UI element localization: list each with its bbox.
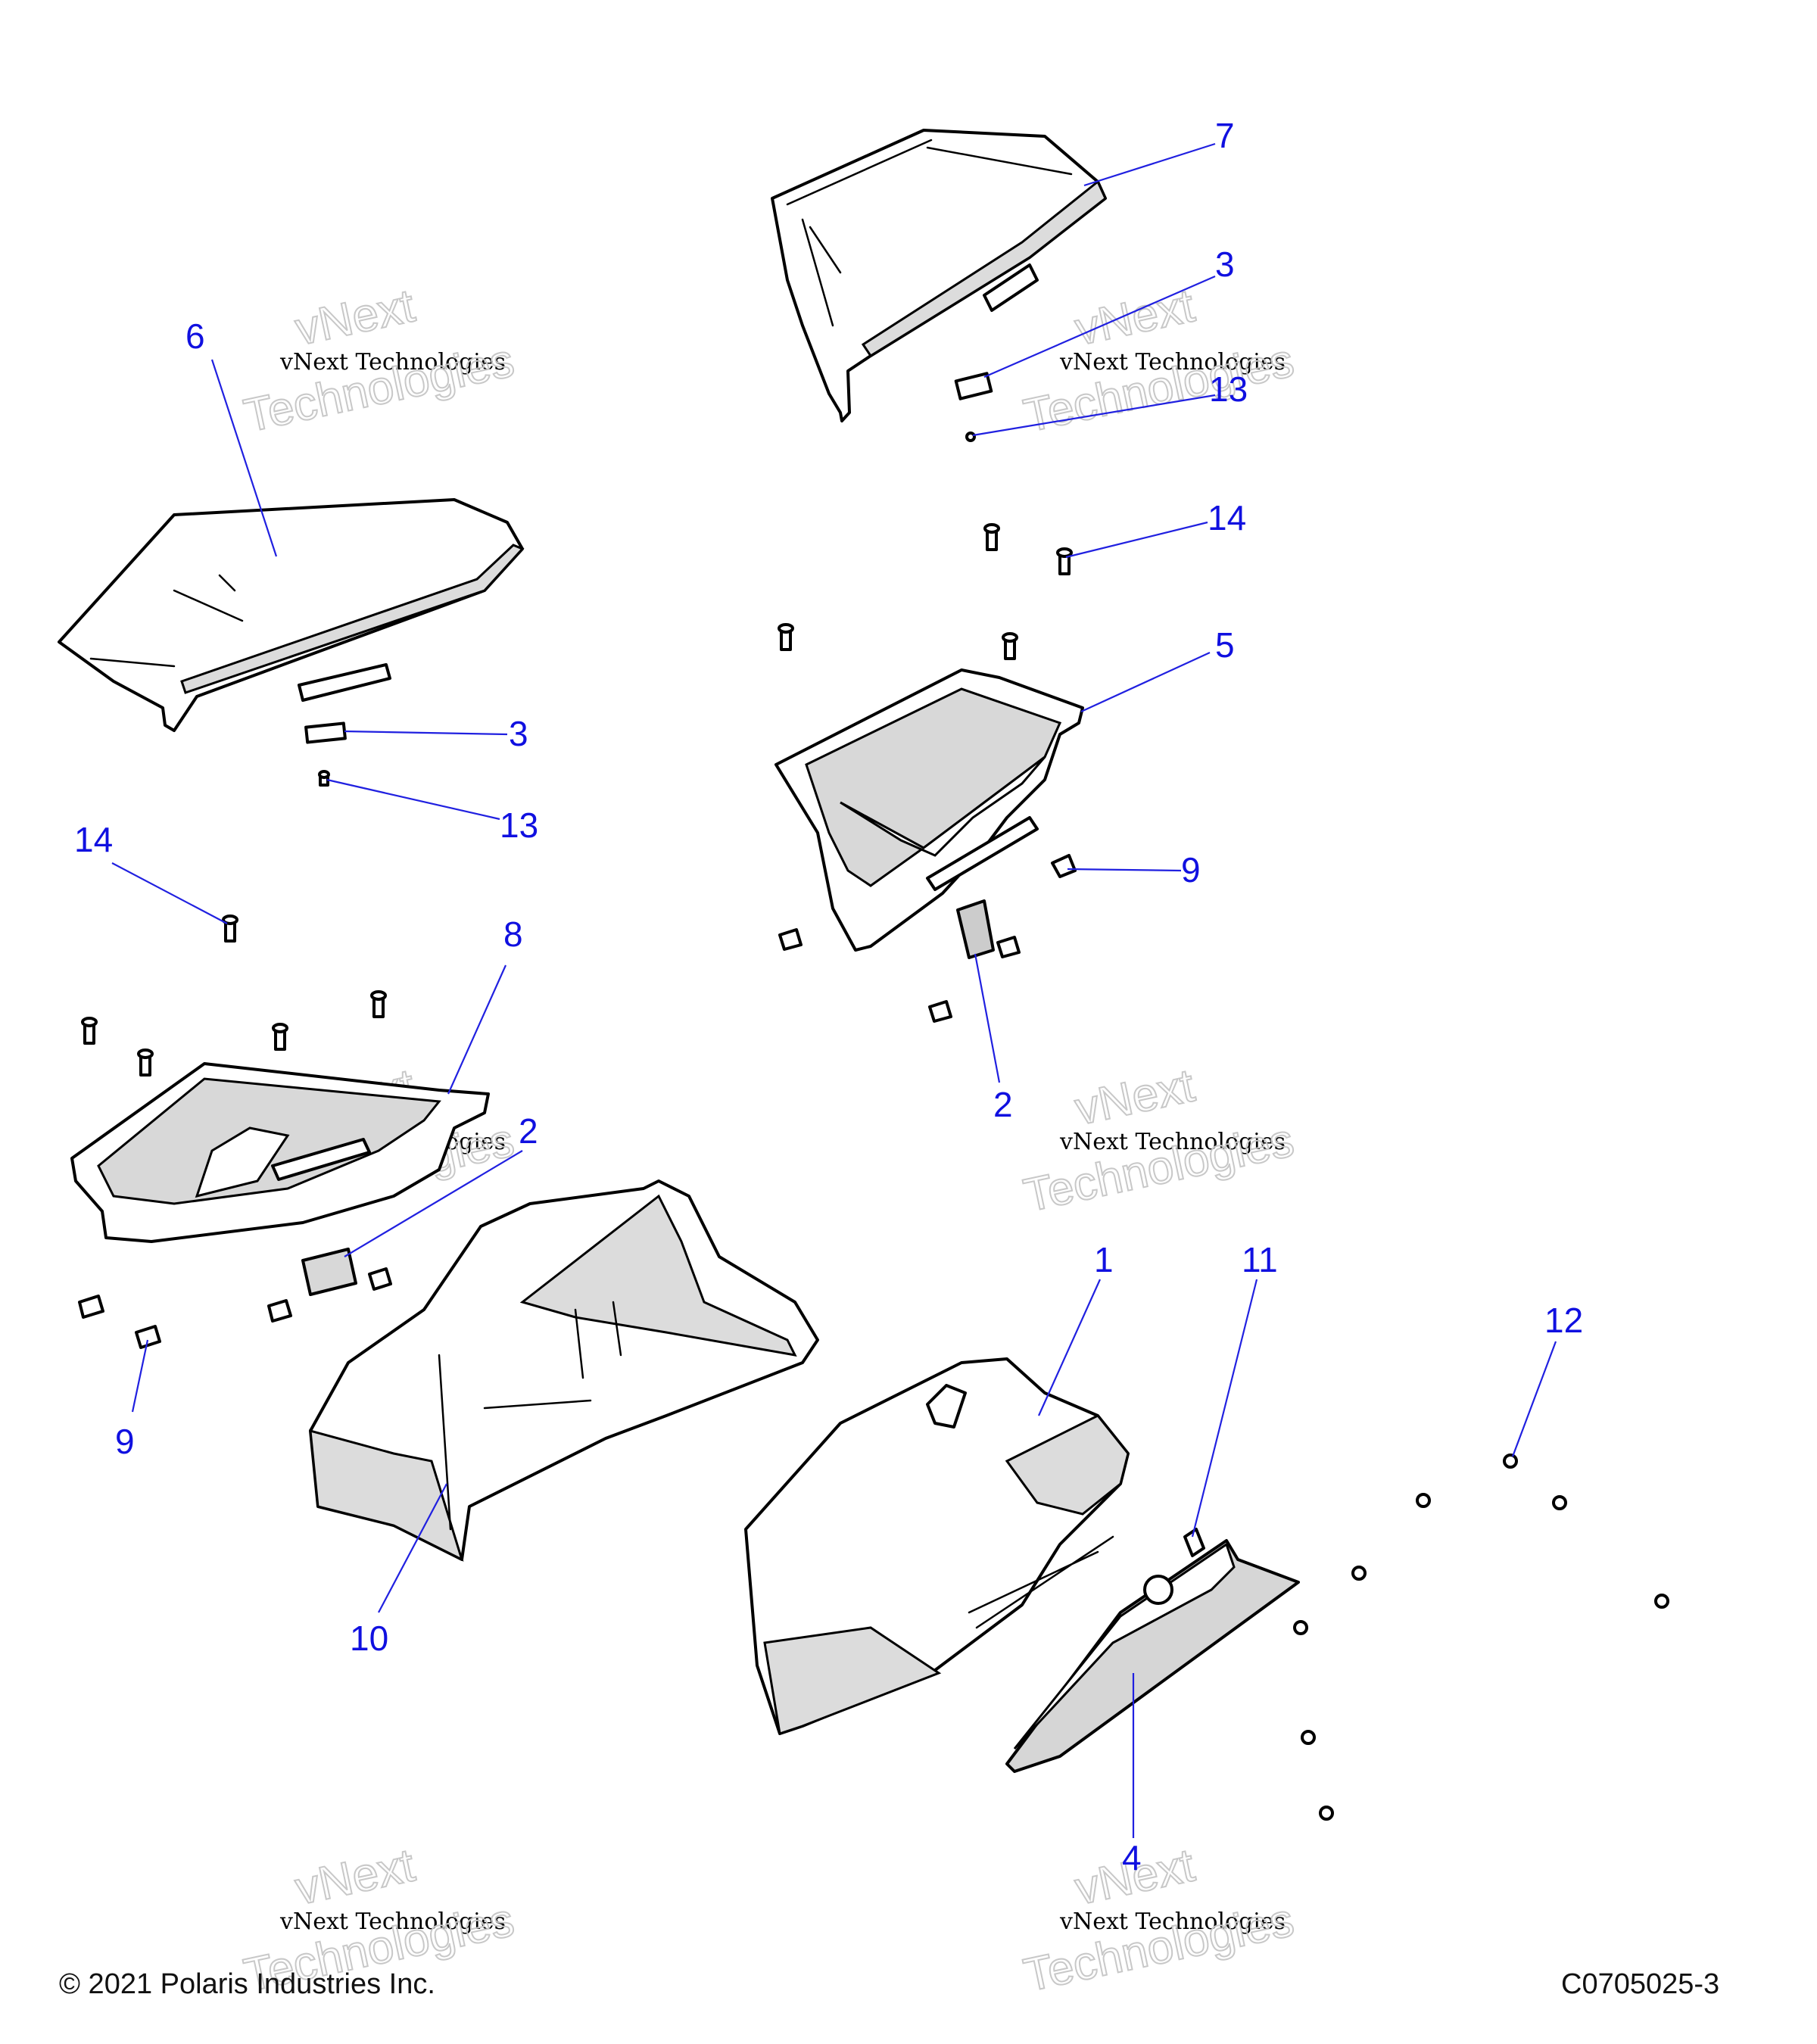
callout-13: 13	[500, 805, 538, 845]
callout-12: 12	[1544, 1301, 1583, 1340]
callout-14: 14	[74, 820, 113, 859]
figure-code: C0705025-3	[1561, 1968, 1720, 2000]
callouts: 7 3 13 14 5 9 2 6 3 13 14 8 2 9 10 1 11 …	[74, 116, 1583, 1877]
watermark-6: vNext vNext Technologies Technologies	[1019, 1838, 1299, 2002]
callout-9: 9	[115, 1422, 135, 1461]
callout-1: 1	[1094, 1240, 1114, 1279]
part-clip-right	[954, 372, 993, 400]
part-inner-panel-left	[309, 1179, 819, 1562]
callout-7: 7	[1215, 116, 1235, 155]
callout-6: 6	[185, 316, 205, 356]
screws-upper	[81, 432, 1073, 1077]
watermark-sub: vNext Technologies	[279, 349, 506, 375]
callout-2: 2	[993, 1085, 1013, 1124]
part-tray-right	[774, 668, 1084, 959]
callout-9: 9	[1181, 850, 1201, 890]
part-inner-panel-right	[744, 1357, 1130, 1735]
watermark-top: vNext	[291, 1839, 419, 1915]
part-door	[1005, 1528, 1300, 1773]
watermark-sub: vNext Technologies	[1059, 1908, 1286, 1935]
part-tray-left	[70, 1062, 490, 1296]
watermark-sub: vNext Technologies	[1059, 1129, 1286, 1155]
watermark-2: vNext vNext Technologies Technologies	[1019, 279, 1299, 443]
callout-11: 11	[1242, 1240, 1278, 1279]
bolts-right	[1293, 1454, 1669, 1821]
watermark-top: vNext	[291, 279, 419, 355]
part-lid-left	[58, 498, 525, 732]
leader-lines	[111, 142, 1557, 1838]
part-lid-right	[771, 129, 1107, 422]
watermark-1: vNext vNext Technologies Technologies	[239, 279, 519, 443]
watermark-sub: vNext Technologies	[279, 1908, 506, 1935]
callout-3: 3	[1215, 245, 1235, 284]
callout-10: 10	[350, 1619, 388, 1658]
callout-2: 2	[519, 1111, 538, 1151]
watermark-sub: vNext Technologies	[1059, 349, 1286, 375]
watermark-top: vNext	[1071, 1059, 1198, 1135]
callout-14: 14	[1208, 498, 1246, 537]
clips	[78, 854, 1077, 1349]
callout-3: 3	[509, 714, 528, 753]
callout-4: 4	[1122, 1838, 1142, 1877]
watermark-4: vNext vNext Technologies Technologies	[1019, 1058, 1299, 1223]
callout-5: 5	[1215, 625, 1235, 665]
part-clip-left	[304, 721, 347, 744]
callout-13: 13	[1209, 369, 1248, 409]
copyright-text: © 2021 Polaris Industries Inc.	[59, 1968, 435, 2000]
callout-8: 8	[503, 915, 523, 954]
